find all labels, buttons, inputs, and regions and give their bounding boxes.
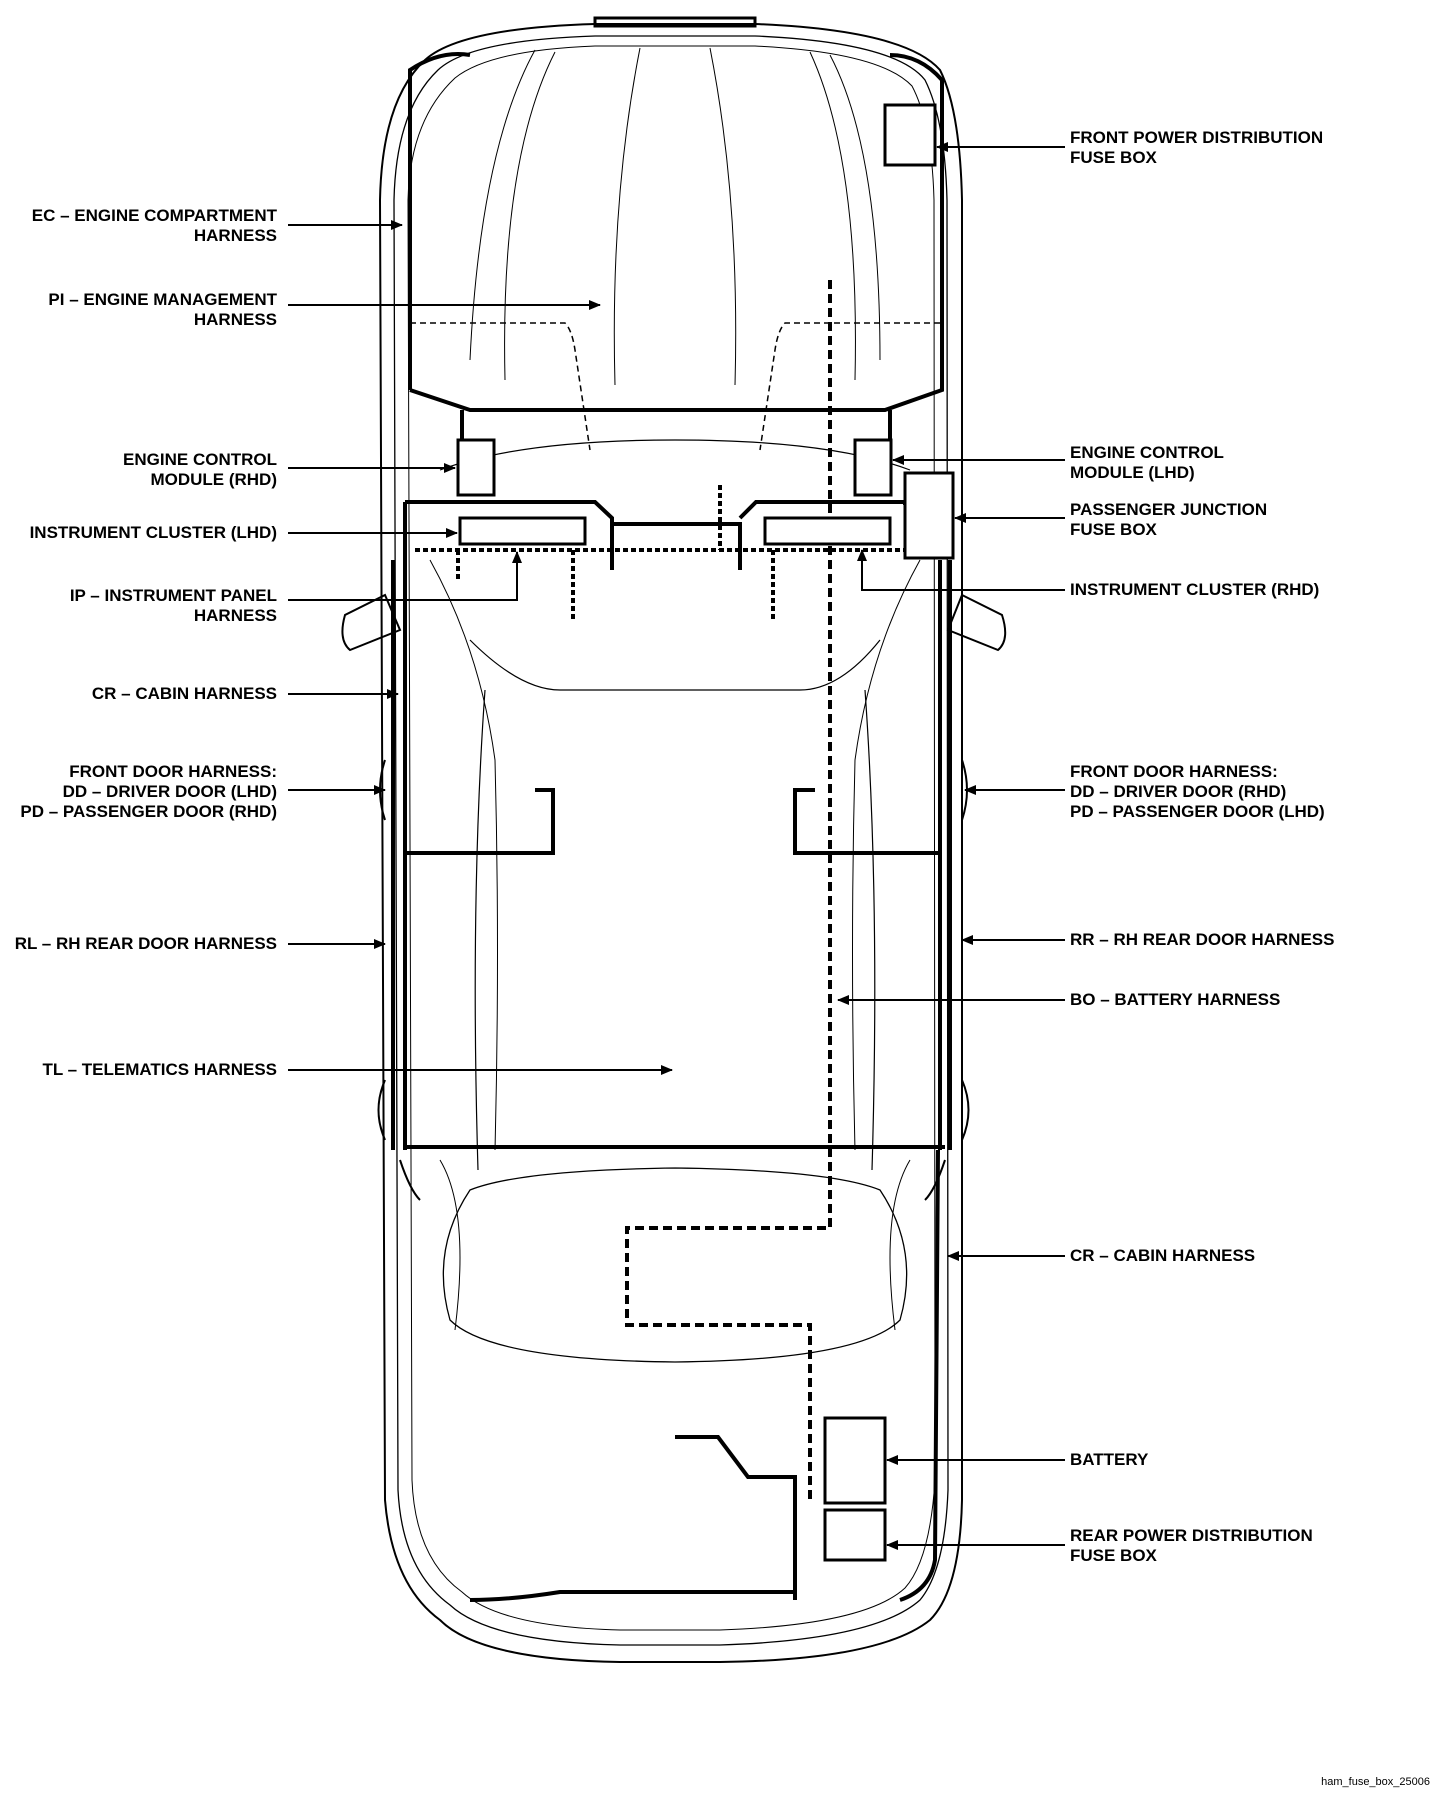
label-cr-harness-left: CR – CABIN HARNESS — [91, 684, 277, 703]
harness-lines — [391, 52, 952, 1602]
label-front-door-harness-left: FRONT DOOR HARNESS: DD – DRIVER DOOR (LH… — [20, 762, 277, 821]
label-battery: BATTERY — [1070, 1450, 1149, 1469]
front-power-fuse-box — [883, 103, 937, 167]
leader-lines — [288, 142, 1065, 1550]
label-rl-harness: RL – RH REAR DOOR HARNESS — [14, 934, 277, 953]
rear-power-fuse-box — [823, 1508, 887, 1562]
ecm-rhd — [456, 438, 496, 497]
label-ec-harness: EC – ENGINE COMPARTMENT HARNESS — [31, 206, 277, 245]
label-front-power-fuse-box: FRONT POWER DISTRIBUTION FUSE BOX — [1070, 128, 1324, 167]
passenger-junction-fuse-box — [903, 471, 955, 560]
label-rear-power-fuse-box: REAR POWER DISTRIBUTION FUSE BOX — [1070, 1526, 1313, 1565]
label-instrument-cluster-lhd: INSTRUMENT CLUSTER (LHD) — [29, 523, 277, 542]
label-pi-harness: PI – ENGINE MANAGEMENT HARNESS — [48, 290, 277, 329]
dashed-harnesses — [410, 280, 940, 1500]
label-cr-harness-right: CR – CABIN HARNESS — [1070, 1246, 1256, 1265]
components — [456, 103, 955, 1562]
instrument-cluster-rhd — [763, 516, 892, 546]
battery-box — [823, 1416, 887, 1505]
label-tl-harness: TL – TELEMATICS HARNESS — [42, 1060, 277, 1079]
ecm-lhd — [853, 438, 893, 497]
label-passenger-junction-fuse-box: PASSENGER JUNCTION FUSE BOX — [1070, 500, 1268, 539]
image-id: ham_fuse_box_25006 — [1321, 1776, 1430, 1788]
label-instrument-cluster-rhd: INSTRUMENT CLUSTER (RHD) — [1070, 580, 1320, 599]
label-ecm-rhd: ENGINE CONTROL MODULE (RHD) — [123, 450, 277, 489]
label-bo-harness: BO – BATTERY HARNESS — [1070, 990, 1281, 1009]
label-ecm-lhd: ENGINE CONTROL MODULE (LHD) — [1070, 443, 1224, 482]
car-body — [341, 16, 1007, 1663]
instrument-cluster-lhd — [458, 516, 587, 546]
label-ip-harness: IP – INSTRUMENT PANEL HARNESS — [69, 586, 277, 625]
label-front-door-harness-right: FRONT DOOR HARNESS: DD – DRIVER DOOR (RH… — [1070, 762, 1325, 821]
label-rr-harness: RR – RH REAR DOOR HARNESS — [1070, 930, 1335, 949]
